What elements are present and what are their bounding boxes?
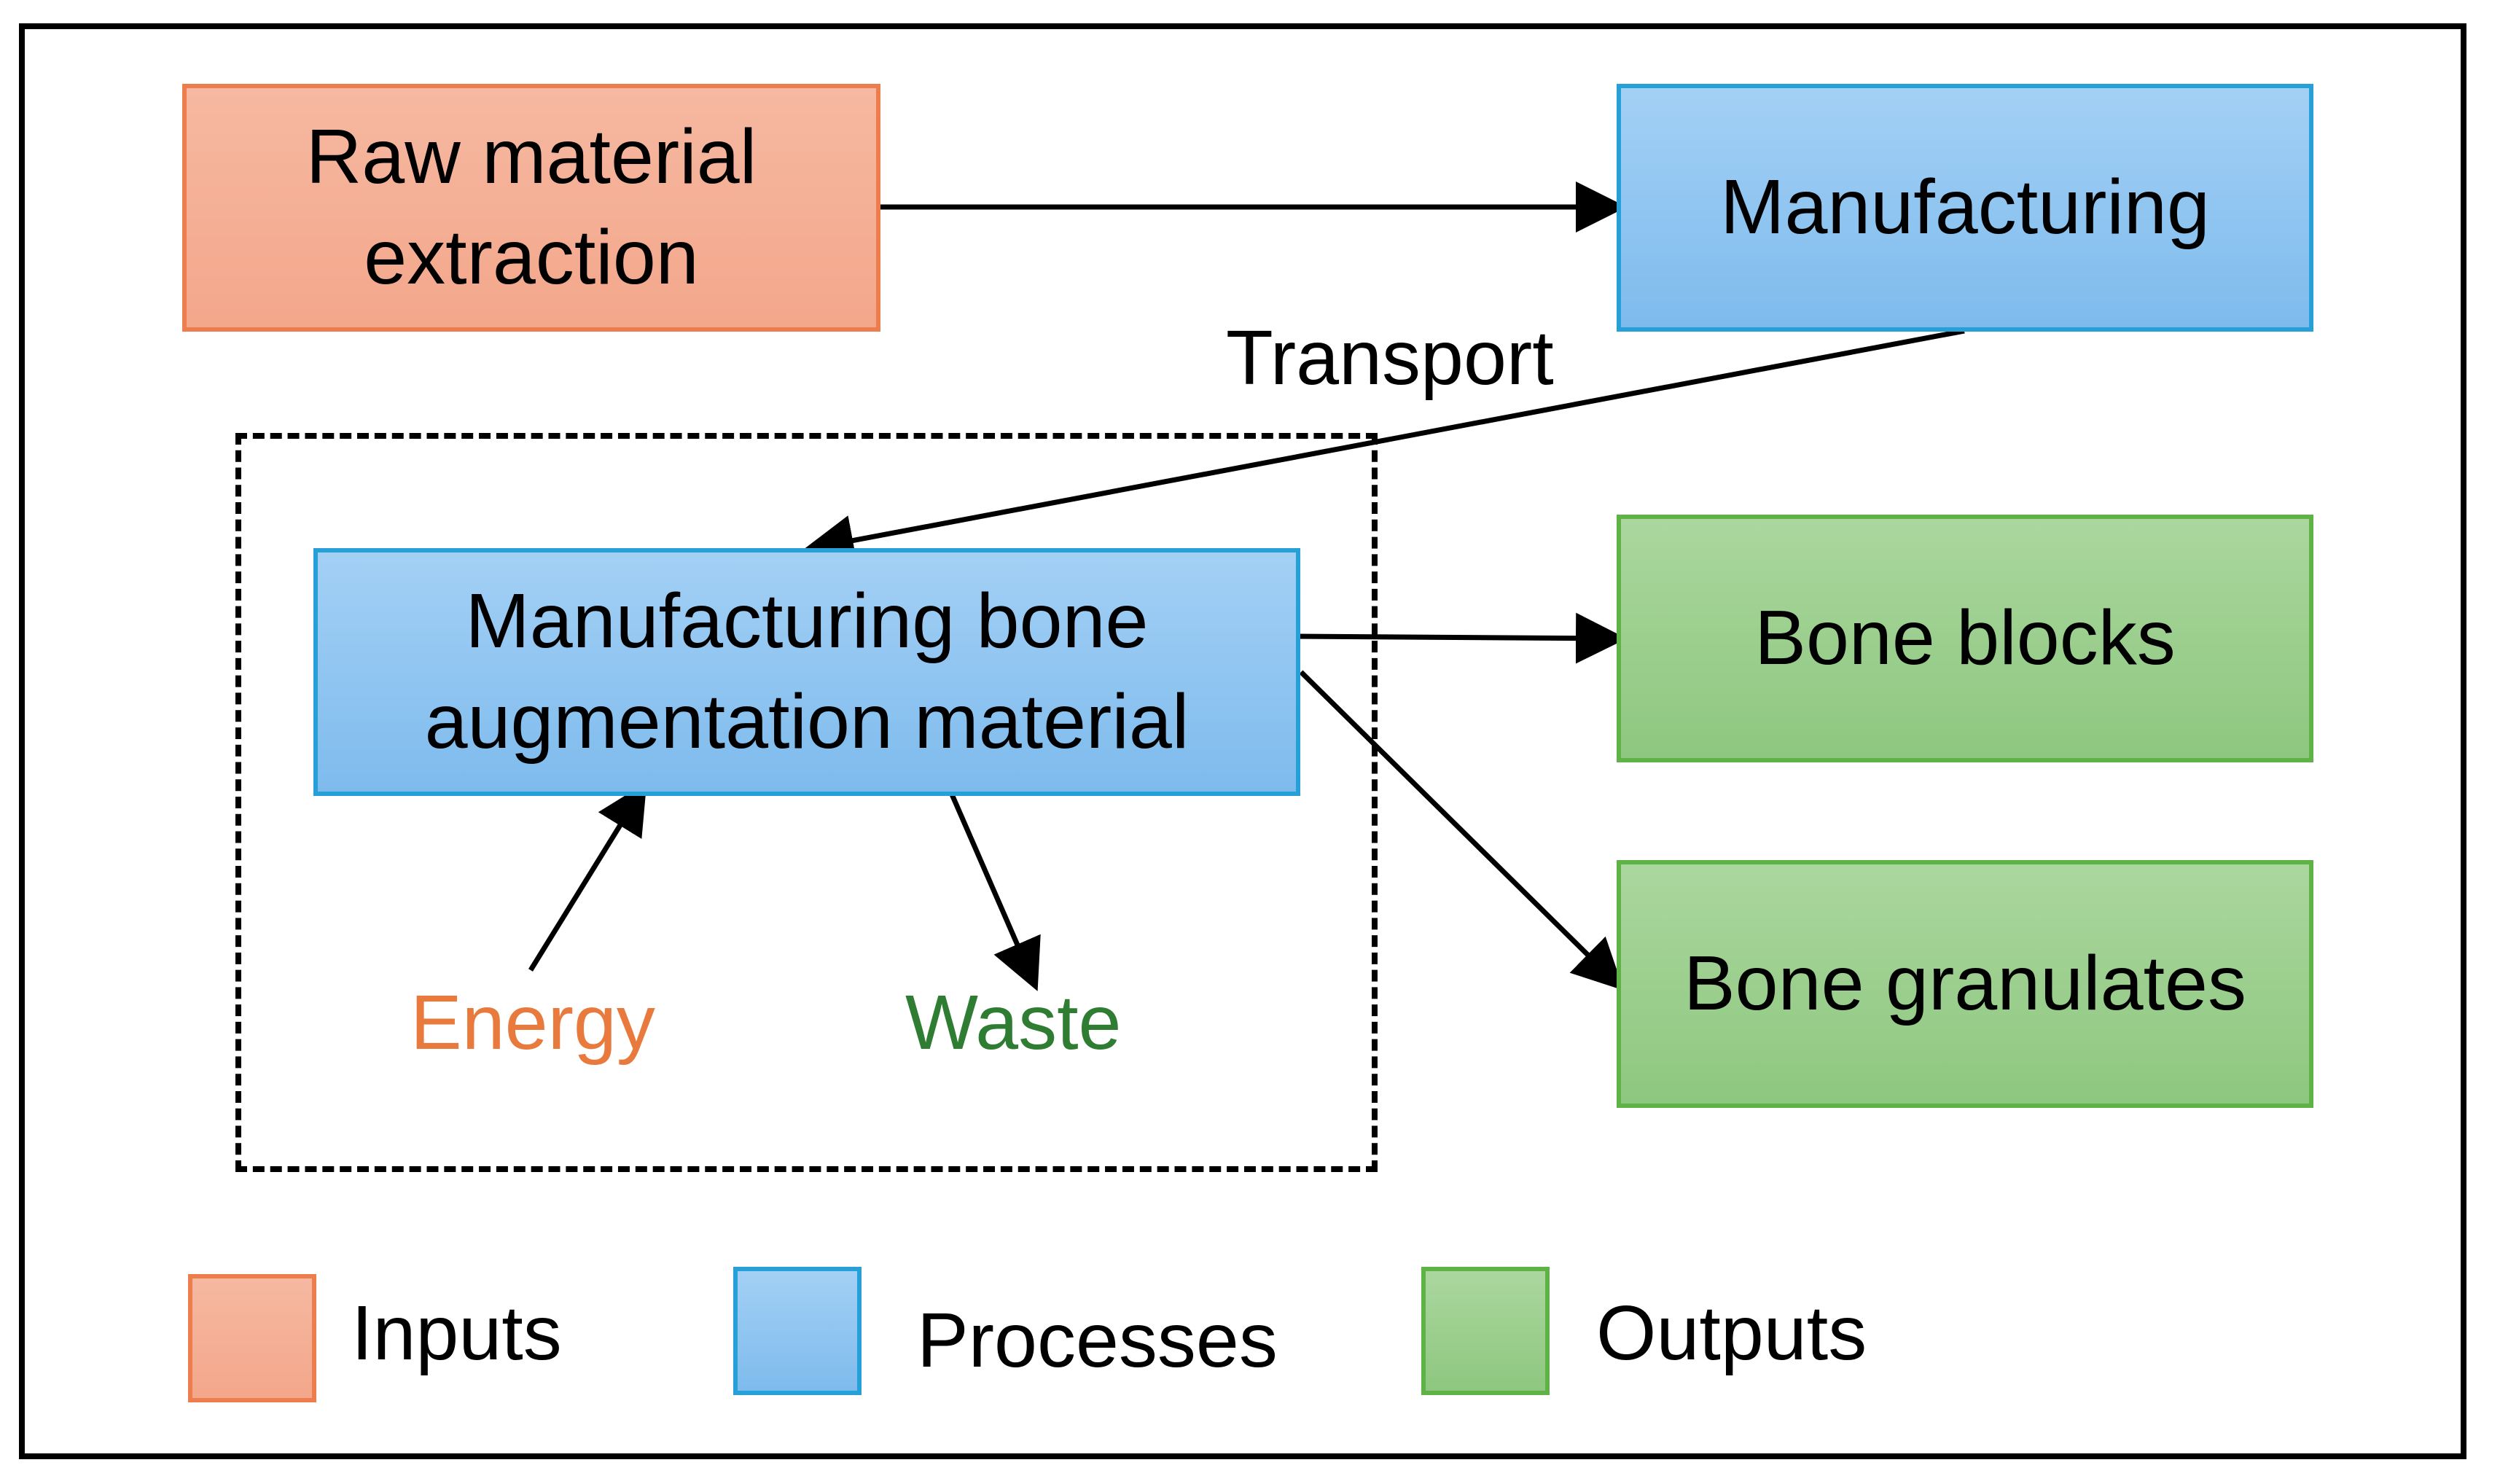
arrow-energy-in bbox=[528, 782, 647, 972]
arrow-to-bone-granulates bbox=[1299, 670, 1624, 991]
legend-outputs-swatch bbox=[1421, 1267, 1550, 1395]
raw-material-line1: Raw material bbox=[305, 114, 757, 200]
transport-label: Transport bbox=[1226, 315, 1554, 401]
system-boundary bbox=[235, 433, 1378, 1172]
bone-blocks-box: Bone blocks bbox=[1617, 515, 2313, 762]
legend-processes-label: Processes bbox=[917, 1297, 1278, 1383]
raw-material-line2: extraction bbox=[364, 214, 699, 300]
manufacturing-label: Manufacturing bbox=[1720, 164, 2210, 251]
manufacturing-box: Manufacturing bbox=[1617, 84, 2313, 332]
legend-inputs-swatch bbox=[188, 1274, 316, 1402]
legend-outputs-label: Outputs bbox=[1596, 1290, 1867, 1376]
arrow-transport bbox=[802, 328, 1965, 566]
legend-processes-swatch bbox=[733, 1267, 862, 1395]
raw-material-extraction-box: Raw material extraction bbox=[182, 84, 880, 332]
legend-inputs-label: Inputs bbox=[351, 1290, 562, 1376]
bone-granulates-box: Bone granulates bbox=[1617, 860, 2313, 1108]
bone-granulates-label: Bone granulates bbox=[1683, 940, 2247, 1027]
energy-label: Energy bbox=[410, 980, 655, 1066]
manufacturing-bone-line1: Manufacturing bone bbox=[465, 578, 1149, 665]
arrow-waste-out bbox=[947, 788, 1041, 991]
waste-label: Waste bbox=[905, 980, 1122, 1066]
manufacturing-bone-augmentation-box: Manufacturing bone augmentation material bbox=[313, 548, 1300, 796]
bone-blocks-label: Bone blocks bbox=[1754, 595, 2176, 682]
arrow-to-bone-blocks bbox=[1293, 612, 1627, 664]
manufacturing-bone-line2: augmentation material bbox=[424, 679, 1190, 765]
diagram-frame bbox=[19, 23, 2466, 1459]
